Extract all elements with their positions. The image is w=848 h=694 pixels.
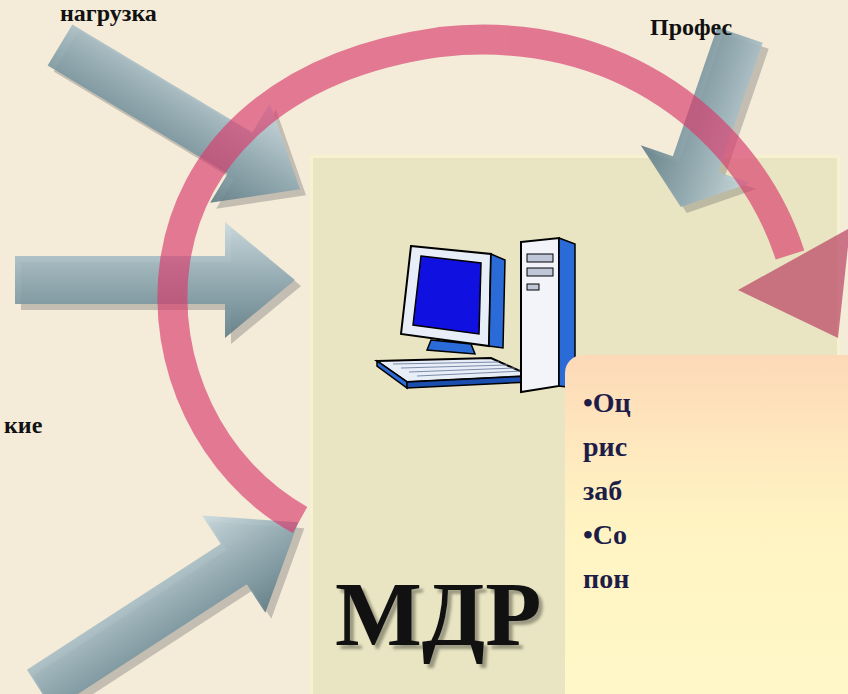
factor-label: кие — [4, 412, 42, 439]
callout-text: •Со пон — [583, 513, 629, 601]
factor-label: нагрузка — [60, 0, 157, 27]
cycle-arrow — [172, 40, 848, 520]
system-title: МДР — [335, 568, 541, 660]
computer-icon — [371, 236, 591, 406]
factor-label: Профес — [650, 14, 732, 41]
callout-box: •Оц рис заб•Со пон — [565, 355, 848, 694]
callout-text: •Оц рис заб — [583, 381, 631, 513]
